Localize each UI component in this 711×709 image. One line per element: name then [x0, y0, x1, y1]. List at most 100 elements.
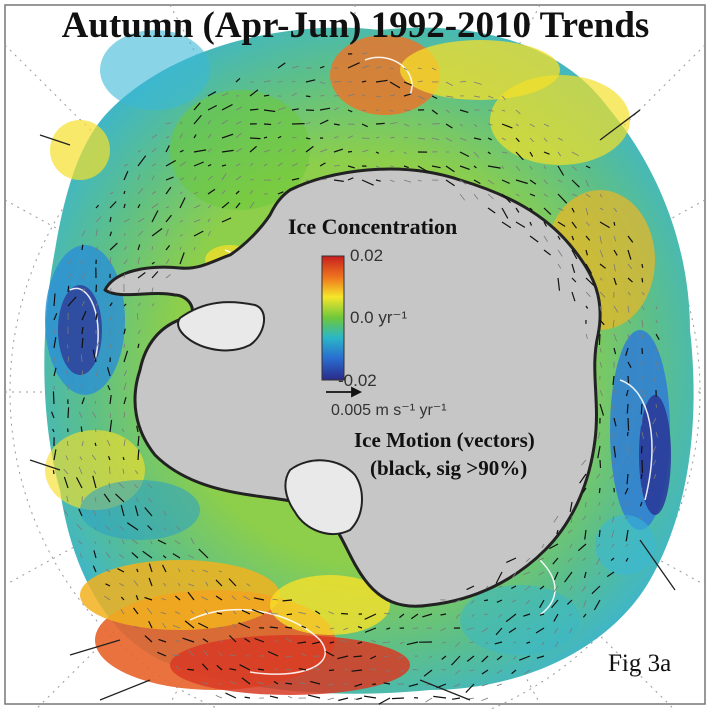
motion-vector	[137, 217, 145, 223]
motion-vector	[591, 585, 601, 595]
motion-vector	[179, 133, 183, 139]
motion-vector	[369, 668, 377, 671]
motion-vector	[625, 501, 629, 506]
motion-vector	[511, 599, 517, 603]
motion-vector	[193, 176, 197, 181]
motion-vector	[161, 598, 167, 601]
motion-vector	[361, 179, 374, 186]
motion-vector	[291, 108, 299, 111]
motion-vector	[193, 204, 201, 209]
motion-vector	[543, 235, 549, 243]
motion-vector	[277, 148, 283, 153]
motion-vector	[165, 228, 169, 237]
motion-vector	[543, 249, 551, 256]
motion-vector	[104, 595, 111, 601]
motion-vector	[599, 263, 606, 269]
motion-vector	[459, 165, 470, 170]
motion-vector	[501, 151, 508, 154]
motion-vector	[613, 235, 617, 242]
motion-vector	[571, 277, 577, 283]
motion-vector	[640, 445, 643, 454]
motion-vector	[163, 527, 167, 531]
motion-vector	[613, 445, 617, 458]
motion-vector	[305, 95, 311, 98]
motion-vector	[566, 599, 573, 605]
motion-vector	[571, 207, 575, 213]
motion-vector	[67, 407, 70, 419]
motion-vector	[599, 347, 602, 353]
motion-vector	[551, 599, 559, 609]
motion-vector	[106, 367, 111, 377]
motion-vector	[473, 81, 482, 85]
motion-vector	[613, 263, 616, 272]
motion-vector	[496, 655, 503, 661]
motion-vector	[298, 667, 307, 671]
motion-vector	[95, 216, 102, 223]
motion-vector	[151, 228, 163, 237]
motion-vector	[118, 482, 125, 489]
motion-vector	[136, 568, 139, 573]
motion-vector	[585, 333, 588, 339]
motion-vector	[313, 667, 321, 671]
motion-vector	[79, 553, 83, 559]
motion-vector	[599, 249, 604, 258]
motion-vector	[80, 426, 83, 433]
motion-vector	[639, 539, 676, 591]
colorbar-gradient	[321, 255, 345, 381]
motion-vector	[557, 221, 566, 227]
motion-vector	[571, 235, 575, 241]
motion-vector	[67, 344, 69, 349]
motion-vector	[452, 697, 461, 700]
motion-vector	[641, 333, 643, 339]
motion-vector	[515, 165, 521, 172]
motion-vector	[291, 149, 296, 153]
motion-vector	[459, 109, 469, 113]
motion-vector	[627, 375, 630, 384]
motion-vector	[403, 151, 407, 155]
motion-vector	[179, 121, 183, 125]
motion-vector	[599, 319, 605, 326]
motion-vector	[417, 137, 426, 140]
motion-vector	[151, 175, 155, 181]
motion-vector	[202, 569, 209, 573]
motion-vector	[613, 207, 618, 213]
motion-vector	[172, 654, 181, 657]
motion-vector	[501, 179, 510, 184]
motion-vector	[123, 273, 126, 279]
motion-vector	[108, 510, 111, 517]
motion-vector	[556, 529, 559, 535]
motion-vector	[583, 571, 587, 579]
motion-vector	[157, 651, 167, 657]
motion-vector	[454, 599, 461, 604]
motion-vector	[207, 164, 212, 167]
motion-vector	[109, 419, 113, 433]
motion-vector	[403, 123, 410, 127]
motion-vector	[176, 525, 181, 531]
motion-vector	[384, 612, 391, 615]
motion-vector	[287, 695, 293, 699]
motion-vector	[147, 498, 153, 503]
motion-vector	[147, 525, 153, 531]
motion-vector	[109, 413, 111, 419]
colorbar-tick-bottom: -0.02	[338, 371, 377, 390]
motion-vector	[137, 343, 140, 349]
motion-vector	[228, 578, 237, 587]
motion-vector	[403, 137, 408, 139]
figure-title: Autumn (Apr-Jun) 1992-2010 Trends	[61, 5, 650, 46]
motion-vector	[299, 682, 307, 685]
motion-vector	[329, 627, 335, 630]
motion-vector	[612, 319, 615, 328]
motion-vector	[137, 174, 141, 181]
motion-vector	[53, 367, 57, 377]
motion-vector	[375, 79, 388, 83]
motion-vector	[272, 598, 279, 601]
motion-vector	[639, 501, 643, 507]
motion-vector	[172, 625, 181, 629]
motion-vector	[235, 106, 242, 111]
motion-vector	[165, 176, 174, 181]
motion-vector	[277, 191, 284, 195]
motion-vector	[175, 611, 181, 615]
motion-vector	[193, 191, 198, 195]
motion-vector	[471, 613, 475, 618]
motion-vector	[445, 109, 451, 114]
